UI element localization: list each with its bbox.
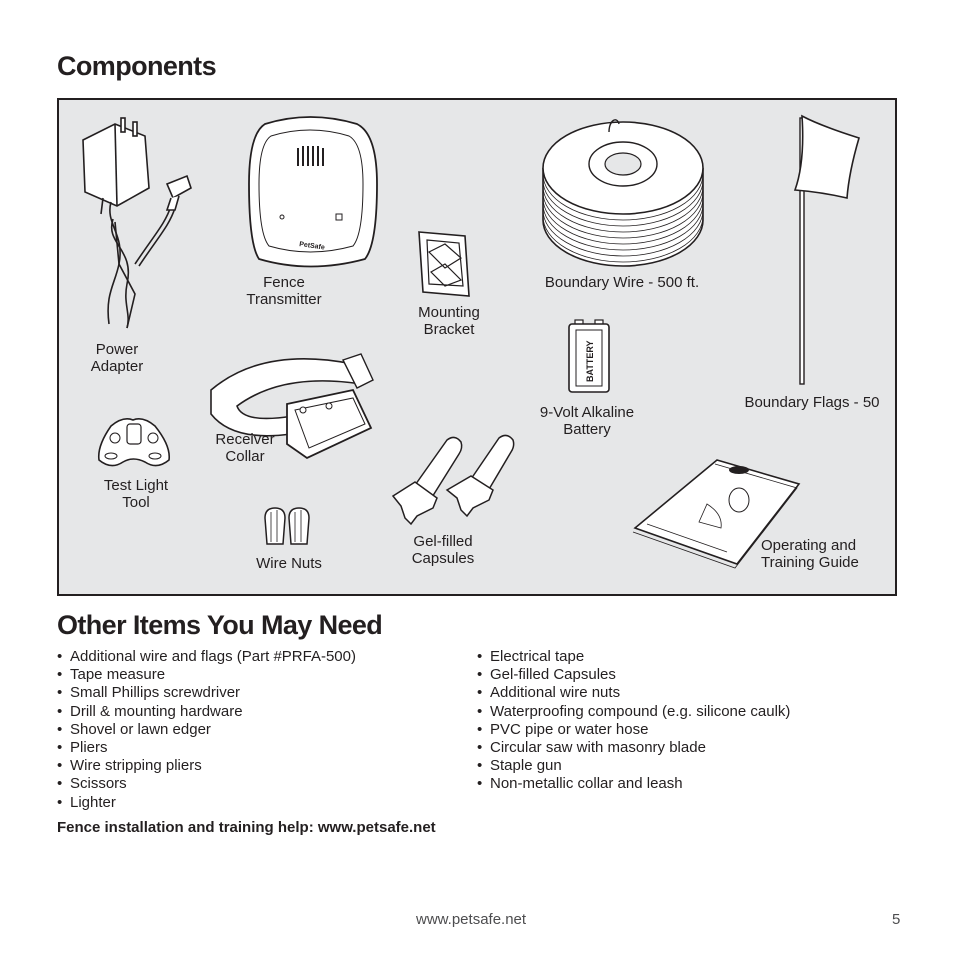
- guide-illustration: [632, 459, 801, 569]
- battery-label: BATTERY: [585, 341, 595, 383]
- battery-caption: 9-Volt Alkaline Battery: [539, 404, 635, 438]
- list-item: Non-metallic collar and leash: [477, 775, 790, 793]
- list-item: Gel-filled Capsules: [477, 666, 790, 684]
- list-item: Additional wire and flags (Part #PRFA-50…: [57, 648, 356, 666]
- components-heading: Components: [57, 51, 217, 81]
- list-item: Pliers: [57, 739, 356, 757]
- power-adapter-illustration: [82, 117, 192, 329]
- list-item: Waterproofing compound (e.g. silicone ca…: [477, 703, 790, 721]
- page-number: 5: [892, 911, 901, 928]
- transmitter-brand-logo: PetSafe: [299, 241, 326, 252]
- receiver-collar-illustration: [210, 353, 374, 460]
- other-items-right-list: Electrical tape Gel-filled Capsules Addi…: [477, 648, 790, 794]
- list-item: PVC pipe or water hose: [477, 721, 790, 739]
- list-item: Additional wire nuts: [477, 684, 790, 702]
- boundary-wire-spool-illustration: [542, 119, 704, 267]
- list-item: Tape measure: [57, 666, 356, 684]
- guide-caption: Operating and Training Guide: [761, 537, 859, 571]
- test-light-tool-caption: Test Light Tool: [103, 477, 169, 511]
- list-item: Scissors: [57, 775, 356, 793]
- wire-nuts-caption: Wire Nuts: [256, 555, 322, 572]
- list-item: Shovel or lawn edger: [57, 721, 356, 739]
- power-adapter-caption: Power Adapter: [90, 341, 144, 375]
- battery-illustration: BATTERY: [568, 319, 610, 393]
- list-item: Small Phillips screwdriver: [57, 684, 356, 702]
- list-item: Drill & mounting hardware: [57, 703, 356, 721]
- gel-capsules-illustration: [391, 434, 515, 526]
- fence-transmitter-caption: Fence Transmitter: [246, 274, 322, 308]
- mounting-bracket-illustration: [418, 231, 470, 297]
- list-item: Circular saw with masonry blade: [477, 739, 790, 757]
- boundary-flags-caption: Boundary Flags - 50: [744, 394, 880, 411]
- other-items-heading: Other Items You May Need: [57, 610, 383, 640]
- installation-help-text: Fence installation and training help: ww…: [57, 819, 436, 836]
- fence-transmitter-illustration: PetSafe: [248, 116, 378, 268]
- test-light-tool-illustration: [97, 418, 171, 467]
- list-item: Lighter: [57, 794, 356, 812]
- boundary-wire-caption: Boundary Wire - 500 ft.: [544, 274, 700, 291]
- gel-capsules-caption: Gel-filled Capsules: [411, 533, 475, 567]
- list-item: Staple gun: [477, 757, 790, 775]
- other-items-left-list: Additional wire and flags (Part #PRFA-50…: [57, 648, 356, 812]
- receiver-collar-caption: Receiver Collar: [215, 431, 275, 465]
- components-panel: Power Adapter PetSafe Fence Transmitter …: [57, 98, 897, 596]
- wire-nuts-illustration: [264, 507, 310, 545]
- mounting-bracket-caption: Mounting Bracket: [418, 304, 480, 338]
- list-item: Wire stripping pliers: [57, 757, 356, 775]
- footer-url: www.petsafe.net: [416, 911, 527, 928]
- boundary-flag-illustration: [793, 114, 860, 385]
- list-item: Electrical tape: [477, 648, 790, 666]
